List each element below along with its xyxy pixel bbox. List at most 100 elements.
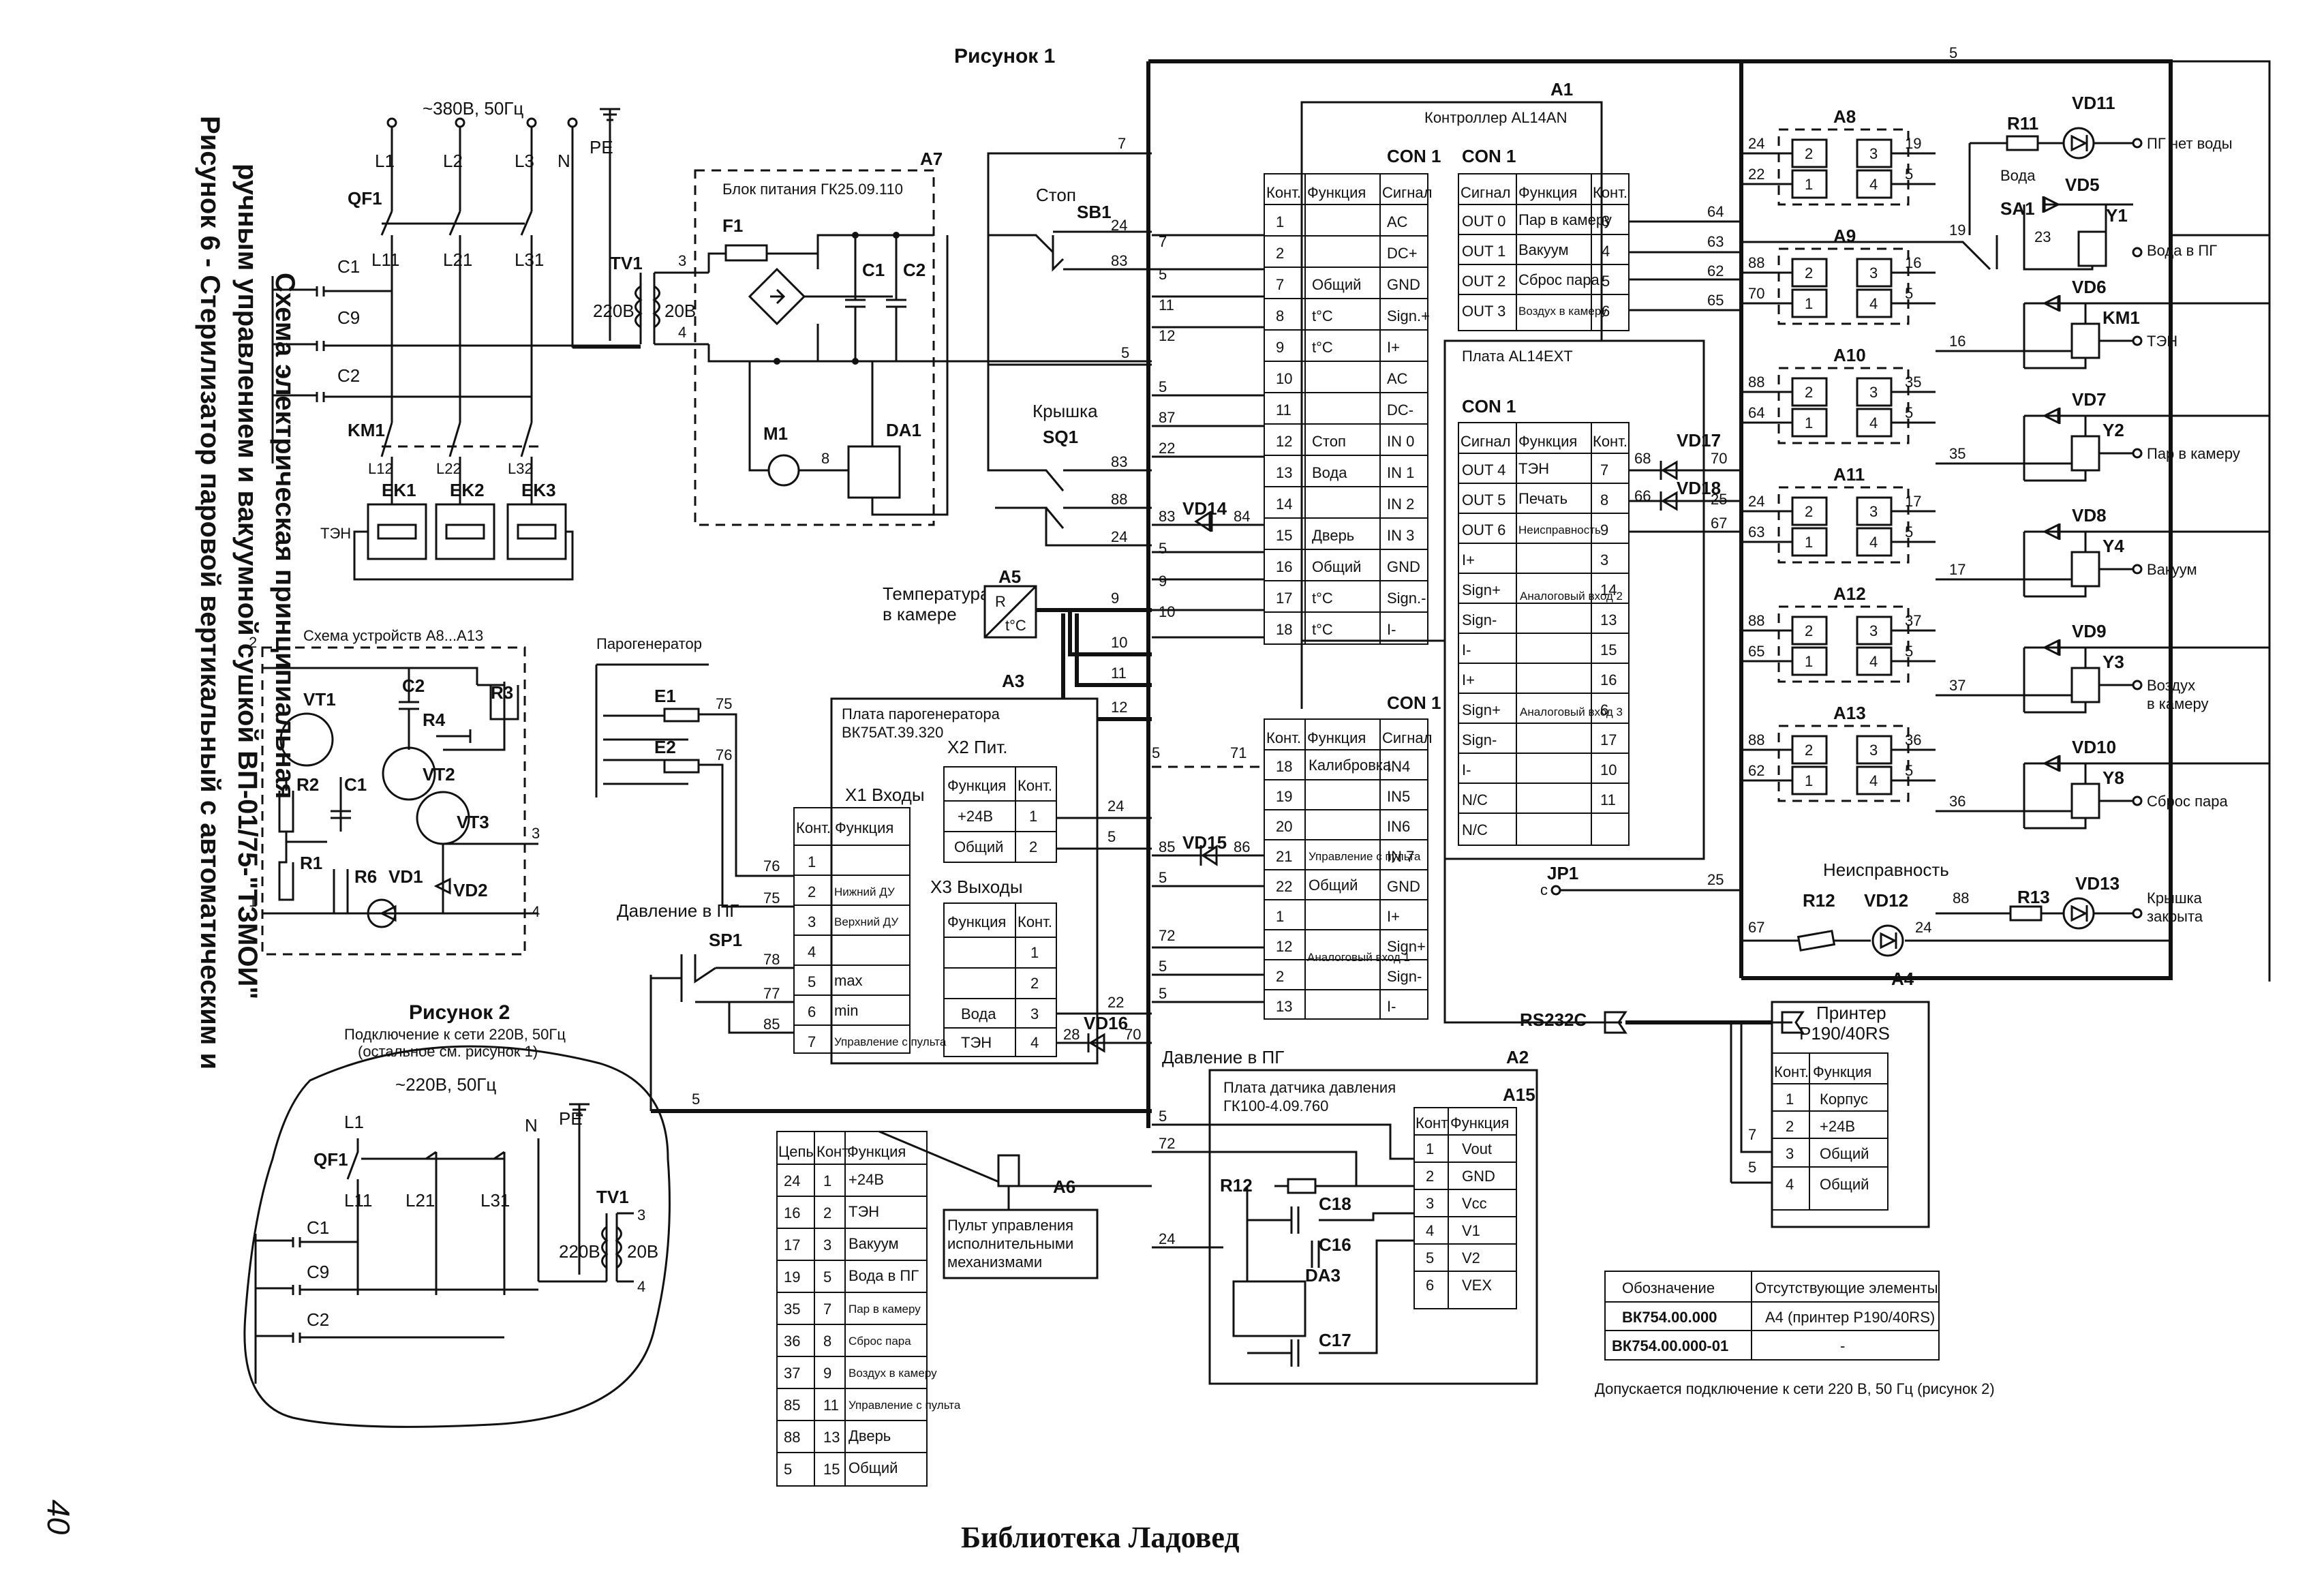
x2-k1: 1 (1029, 808, 1037, 825)
fig2-pin3: 3 (637, 1206, 645, 1224)
vt3-label: VT3 (457, 812, 489, 832)
w85-sp1: 85 (763, 1016, 780, 1033)
w5-a1: 5 (1159, 266, 1167, 283)
relay-wire (1741, 271, 1936, 305)
a1-left-sig: I+ (1387, 339, 1400, 356)
a1-right-sig: OUT 0 (1462, 213, 1505, 230)
w9-a1: 9 (1159, 573, 1167, 590)
ext-sig: OUT 5 (1462, 491, 1505, 508)
a1-left-sig: AC (1387, 213, 1408, 230)
relay-pin: 4 (1869, 295, 1878, 312)
w75-e1: 75 (716, 695, 732, 712)
legend-d2: ВК754.00.000-01 (1612, 1337, 1728, 1354)
a1-left-cont: 8 (1276, 307, 1284, 324)
a15-func: V1 (1462, 1222, 1480, 1239)
w86-a1: 86 (1234, 838, 1250, 855)
actuator-coil (2070, 435, 2100, 472)
w63-a1: 63 (1707, 233, 1724, 250)
low-cont: 20 (1276, 818, 1292, 835)
a6-cont: 13 (823, 1429, 840, 1446)
ek2-label: EK2 (450, 480, 485, 500)
actuator-wire (1936, 568, 2133, 581)
n-label: N (557, 151, 570, 171)
c18-label: C18 (1319, 1194, 1351, 1214)
a6-circuit: 88 (784, 1429, 800, 1446)
vertical-title: Рисунок 6 - Стерилизатор паровой вертика… (195, 116, 300, 1069)
a4-cont: 3 (1786, 1145, 1794, 1162)
actuator-diode-label: VD6 (2072, 277, 2107, 297)
relay-ref: A13 (1833, 703, 1866, 723)
a1-left-cont: 1 (1276, 213, 1284, 230)
ext-sig: N/C (1462, 821, 1488, 838)
relay-box (1777, 725, 1910, 802)
a1-right-func: Пар в камеру (1518, 211, 1612, 228)
x3-head-f: Функция (947, 913, 1006, 930)
vd2-label: VD2 (453, 880, 488, 900)
a1-right-cont: 6 (1602, 303, 1610, 320)
a1-right-cont: 4 (1602, 243, 1610, 260)
fig2-l1: L1 (344, 1112, 364, 1132)
supply-label: ~380В, 50Гц (423, 98, 523, 119)
a3-ref: A3 (1002, 671, 1024, 691)
c1-label: C1 (337, 256, 360, 277)
w5e-a1: 5 (1159, 869, 1167, 886)
l22-label: L22 (436, 460, 461, 477)
dev-p4: 4 (532, 903, 540, 920)
w5b-a1: 5 (1159, 378, 1167, 395)
relay-wire-label: 5 (1905, 285, 1913, 302)
relay-wire-label: 88 (1748, 612, 1764, 629)
relay-wire-label: 88 (1748, 374, 1764, 391)
vd15-label: VD15 (1182, 832, 1227, 853)
relay-pin: 4 (1869, 772, 1878, 789)
ext-head-cont: Конт. (1593, 433, 1627, 450)
title-line-1: Рисунок 6 - Стерилизатор паровой вертика… (195, 116, 225, 1069)
relay-box (1777, 128, 1910, 206)
low-head-cont: Конт. (1266, 729, 1301, 746)
fig2-title: Рисунок 2 (409, 1001, 510, 1024)
actuator-terminal (2132, 680, 2143, 690)
relay-box (1777, 486, 1910, 564)
a1-left-cont: 16 (1276, 558, 1292, 575)
fig2-sub2: (остальное см. рисунок 1) (358, 1043, 538, 1060)
r1-label: R1 (300, 853, 322, 873)
actuator-diode-label: VD8 (2072, 505, 2107, 526)
relay-wire (1741, 391, 1936, 424)
ek3-label: EK3 (521, 480, 556, 500)
stop-label: Стоп (1036, 185, 1076, 205)
w76-x1: 76 (763, 857, 780, 875)
ext-sig: OUT 4 (1462, 461, 1505, 478)
a15-head-k: Конт. (1416, 1114, 1450, 1131)
w70-x3: 70 (1125, 1026, 1141, 1043)
a1-left-func: Стоп (1312, 433, 1346, 450)
ext-sig: N/C (1462, 791, 1488, 808)
ext-head-sig: Сигнал (1461, 433, 1510, 450)
relay-box (1777, 367, 1910, 444)
a1-left-sig: DC- (1387, 401, 1413, 419)
a6-cont: 7 (823, 1301, 831, 1318)
a4-func: Общий (1820, 1145, 1869, 1162)
a1-left-func: Общий (1312, 276, 1361, 293)
ext-sig: I+ (1462, 551, 1475, 568)
a4-head-func: Функция (1813, 1063, 1871, 1080)
w5d-a1: 5 (1152, 744, 1160, 761)
a15-cont: 1 (1426, 1140, 1434, 1157)
dev-p1: 1 (249, 893, 257, 910)
actuator-coil-label: Y3 (2103, 652, 2124, 672)
a4-cont: 4 (1786, 1176, 1794, 1193)
a2-board-1: Плата датчика давления (1223, 1079, 1396, 1096)
vd11-label: VD11 (2072, 93, 2115, 113)
dev-title: Схема устройств A8...A13 (303, 627, 483, 644)
x1-func: max (834, 972, 863, 989)
low-cont: 1 (1276, 908, 1284, 925)
a6-cont: 3 (823, 1236, 831, 1254)
sa1-label: SA1 (2000, 198, 2035, 219)
w72-a2: 72 (1159, 1135, 1175, 1152)
x1-cont: 7 (808, 1033, 816, 1050)
w7-a4: 7 (1748, 1126, 1756, 1143)
ext-con1: CON 1 (1462, 396, 1516, 416)
a15-func: Vout (1462, 1140, 1492, 1157)
w87-a1: 87 (1159, 409, 1175, 426)
a1-right-sig: OUT 1 (1462, 243, 1505, 260)
w5-bottom: 5 (692, 1091, 700, 1108)
